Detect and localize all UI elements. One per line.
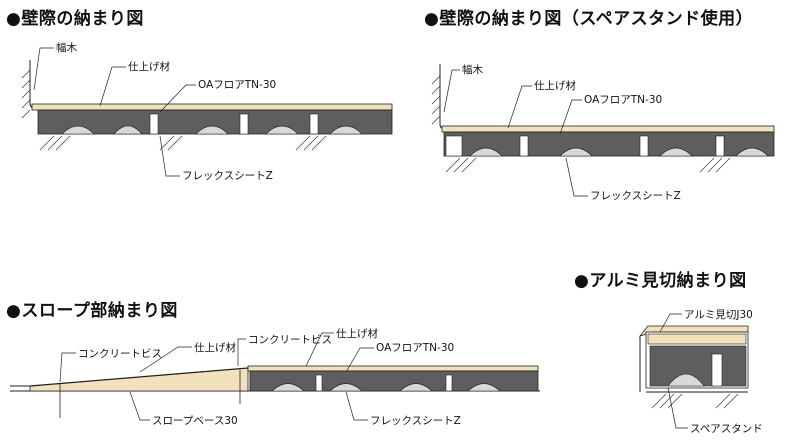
- section2-title: ●壁際の納まり図（スペアスタンド使用）: [424, 9, 754, 29]
- s1-oa-label: OAフロアTN-30: [198, 79, 277, 91]
- wall-detail-spare-stand-diagram: [431, 64, 775, 197]
- section4-title: ●アルミ見切納まり図: [574, 271, 747, 291]
- s1-flex-label: フレックスシートZ: [182, 170, 273, 182]
- s3-concrete2-label: コンクリートビス: [248, 334, 332, 346]
- s4-mikiri-label: アルミ見切J30: [684, 309, 753, 321]
- s1-habaki-label: 幅木: [56, 42, 77, 54]
- wall-detail-diagram: [21, 47, 393, 177]
- s2-habaki-label: 幅木: [462, 64, 483, 76]
- s3-shiage-label: 仕上げ材: [194, 342, 236, 354]
- s2-flex-label: フレックスシートZ: [590, 190, 681, 202]
- s3-oa-label: OAフロアTN-30: [376, 342, 455, 354]
- s1-shiage-label: 仕上げ材: [128, 61, 170, 73]
- slope-detail-diagram: [10, 332, 540, 421]
- s2-oa-label: OAフロアTN-30: [584, 94, 663, 106]
- s3-shiage2-label: 仕上げ材: [336, 328, 378, 340]
- s3-slope-label: スロープベース30: [152, 415, 238, 427]
- section3-title: ●スロープ部納まり図: [6, 301, 178, 321]
- section1-title: ●壁際の納まり図: [6, 9, 144, 29]
- s2-shiage-label: 仕上げ材: [534, 80, 576, 92]
- s3-concrete1-label: コンクリートビス: [78, 348, 162, 360]
- s3-flex-label: フレックスシートZ: [370, 415, 461, 427]
- s4-stand-label: スペアスタンド: [690, 423, 763, 435]
